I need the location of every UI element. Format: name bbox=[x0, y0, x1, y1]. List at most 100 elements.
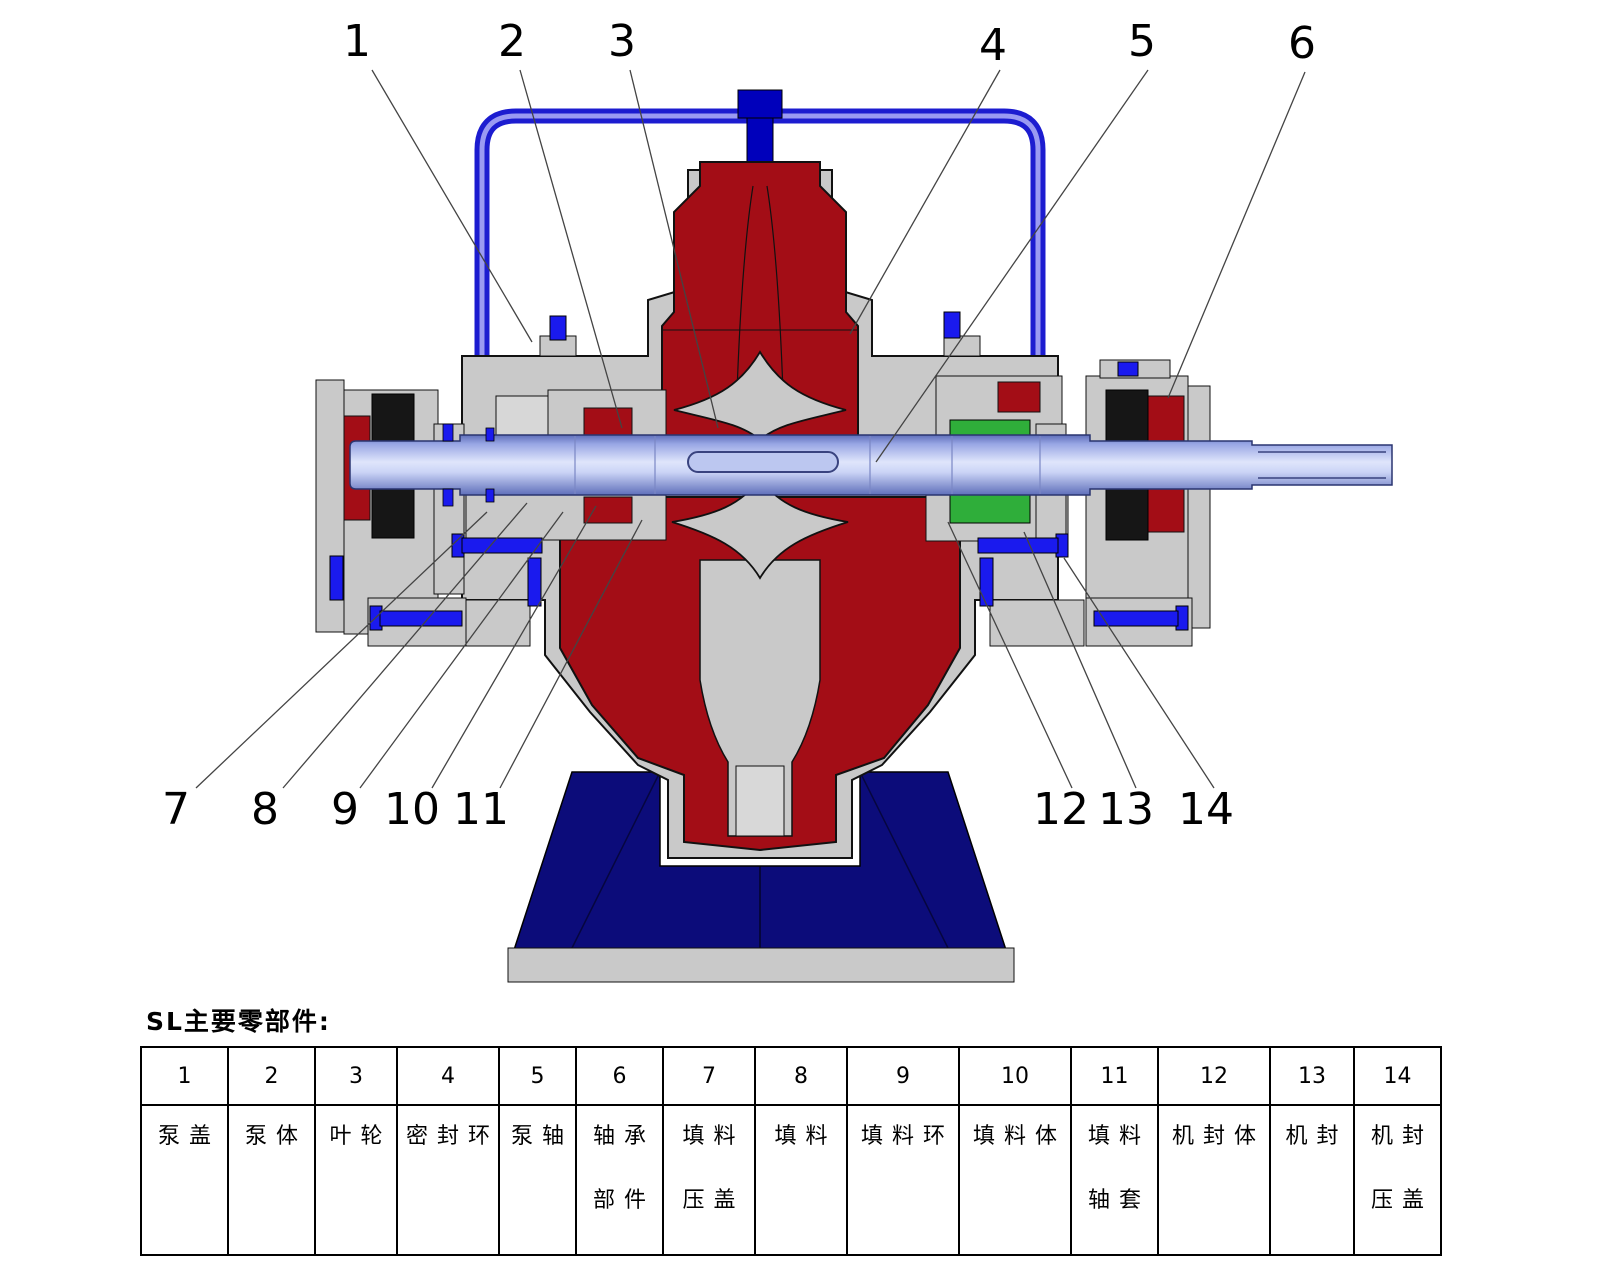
balance-pipe bbox=[474, 89, 1046, 404]
part-name-line: 泵体 bbox=[244, 1124, 307, 1149]
part-number: 13 bbox=[1271, 1048, 1353, 1106]
casing-bolt-top-right bbox=[943, 311, 961, 339]
bearing-left-ring-upper bbox=[371, 393, 415, 445]
leader-7 bbox=[195, 511, 488, 789]
part-number: 2 bbox=[229, 1048, 314, 1106]
flange-bolt-left bbox=[527, 557, 542, 607]
table-title: SL主要零部件: bbox=[146, 1007, 331, 1036]
mech-seal-red-ring bbox=[997, 381, 1041, 413]
part-name: 填料轴套 bbox=[1072, 1106, 1157, 1254]
part-name: 叶轮 bbox=[316, 1106, 396, 1254]
foot-bolt-left bbox=[379, 610, 463, 627]
suction-tube bbox=[735, 765, 785, 837]
part-number: 6 bbox=[577, 1048, 662, 1106]
shaft-body bbox=[349, 434, 1393, 496]
part-name-line: 机封体 bbox=[1171, 1124, 1265, 1149]
leader-4 bbox=[849, 69, 1001, 335]
leader-12 bbox=[947, 521, 1073, 789]
part-name-line: 泵盖 bbox=[157, 1124, 220, 1149]
callout-number-9: 9 bbox=[331, 784, 359, 835]
parts-column: 3 叶轮 bbox=[316, 1048, 398, 1254]
casing-bolt-top-left bbox=[549, 315, 567, 341]
base-plate-rect bbox=[507, 947, 1015, 983]
leader-11 bbox=[499, 519, 643, 789]
bearing-assembly-left bbox=[315, 379, 467, 647]
bearing-right-end-cover bbox=[1187, 385, 1211, 629]
part-name-line: 填料 bbox=[774, 1124, 837, 1149]
part-name-line: 压盖 bbox=[682, 1188, 745, 1213]
callout-number-1: 1 bbox=[343, 16, 371, 67]
discharge-passage-line bbox=[736, 185, 754, 393]
callout-number-6: 6 bbox=[1288, 18, 1316, 69]
shaft-center-keyway bbox=[687, 451, 839, 473]
part-name: 填料 bbox=[756, 1106, 846, 1254]
casing-foot-right bbox=[989, 599, 1085, 647]
part-name-line: 填料体 bbox=[972, 1124, 1066, 1149]
part-name: 填料压盖 bbox=[664, 1106, 754, 1254]
parts-column: 12 机封体 bbox=[1159, 1048, 1271, 1254]
part-number: 8 bbox=[756, 1048, 846, 1106]
part-number: 3 bbox=[316, 1048, 396, 1106]
part-name: 泵轴 bbox=[500, 1106, 575, 1254]
packing-body-left-lower bbox=[465, 494, 667, 541]
packing-rings-left-lower bbox=[583, 496, 633, 524]
parts-column: 2 泵体 bbox=[229, 1048, 316, 1254]
leader-1 bbox=[371, 69, 533, 343]
pump-shaft bbox=[349, 434, 1393, 496]
vent-plug-stem bbox=[746, 117, 774, 165]
part-name: 泵盖 bbox=[142, 1106, 227, 1254]
callout-numbers: 1 2 3 4 5 6 7 8 9 10 11 12 13 14 bbox=[162, 16, 1316, 835]
callout-number-10: 10 bbox=[384, 784, 440, 835]
leader-5 bbox=[875, 69, 1149, 463]
part-name-line: 轴套 bbox=[1087, 1188, 1150, 1213]
leader-8 bbox=[282, 502, 528, 789]
part-name-line: 压盖 bbox=[1370, 1188, 1433, 1213]
callout-number-12: 12 bbox=[1033, 784, 1089, 835]
part-name-line: 机封 bbox=[1370, 1124, 1433, 1149]
leader-13 bbox=[1023, 531, 1137, 789]
leader-9 bbox=[359, 511, 564, 789]
flange-bolt-right bbox=[979, 557, 994, 607]
part-name-line: 部件 bbox=[592, 1188, 655, 1213]
bearing-assembly-right bbox=[1085, 359, 1211, 647]
parts-column: 8 填料 bbox=[756, 1048, 848, 1254]
shaft-ring-lower-2 bbox=[485, 488, 495, 503]
callout-number-3: 3 bbox=[608, 16, 636, 67]
callout-number-13: 13 bbox=[1098, 784, 1154, 835]
callout-number-5: 5 bbox=[1128, 16, 1156, 67]
part-name-line: 机封 bbox=[1285, 1124, 1348, 1149]
part-name-line: 密封环 bbox=[405, 1124, 499, 1149]
callout-lines bbox=[195, 69, 1306, 789]
cover-bolt-far-left bbox=[329, 555, 344, 601]
leader-3 bbox=[629, 69, 719, 429]
part-name: 轴承部件 bbox=[577, 1106, 662, 1254]
parts-column: 14 机封压盖 bbox=[1355, 1048, 1440, 1254]
bearing-right-ring-lower bbox=[1105, 485, 1149, 541]
part-number: 7 bbox=[664, 1048, 754, 1106]
gland-bolt-right bbox=[977, 537, 1059, 554]
part-name: 密封环 bbox=[398, 1106, 498, 1254]
part-name-line: 叶轮 bbox=[329, 1124, 392, 1149]
callout-number-11: 11 bbox=[453, 784, 509, 835]
impeller-lower-passage bbox=[671, 476, 849, 580]
leader-10 bbox=[431, 505, 597, 789]
part-number: 9 bbox=[848, 1048, 958, 1106]
part-name: 机封 bbox=[1271, 1106, 1353, 1254]
callout-number-8: 8 bbox=[251, 784, 279, 835]
callout-number-7: 7 bbox=[162, 784, 190, 835]
part-number: 14 bbox=[1355, 1048, 1440, 1106]
pedestal-gusset-line bbox=[859, 771, 949, 949]
part-number: 12 bbox=[1159, 1048, 1269, 1106]
bearing-left-ring-lower bbox=[371, 485, 415, 539]
gland-bolt-left bbox=[461, 537, 543, 554]
shaft-ring-upper bbox=[442, 423, 454, 442]
base-plate bbox=[507, 947, 1015, 983]
bearing-right-ring-upper bbox=[1105, 389, 1149, 443]
